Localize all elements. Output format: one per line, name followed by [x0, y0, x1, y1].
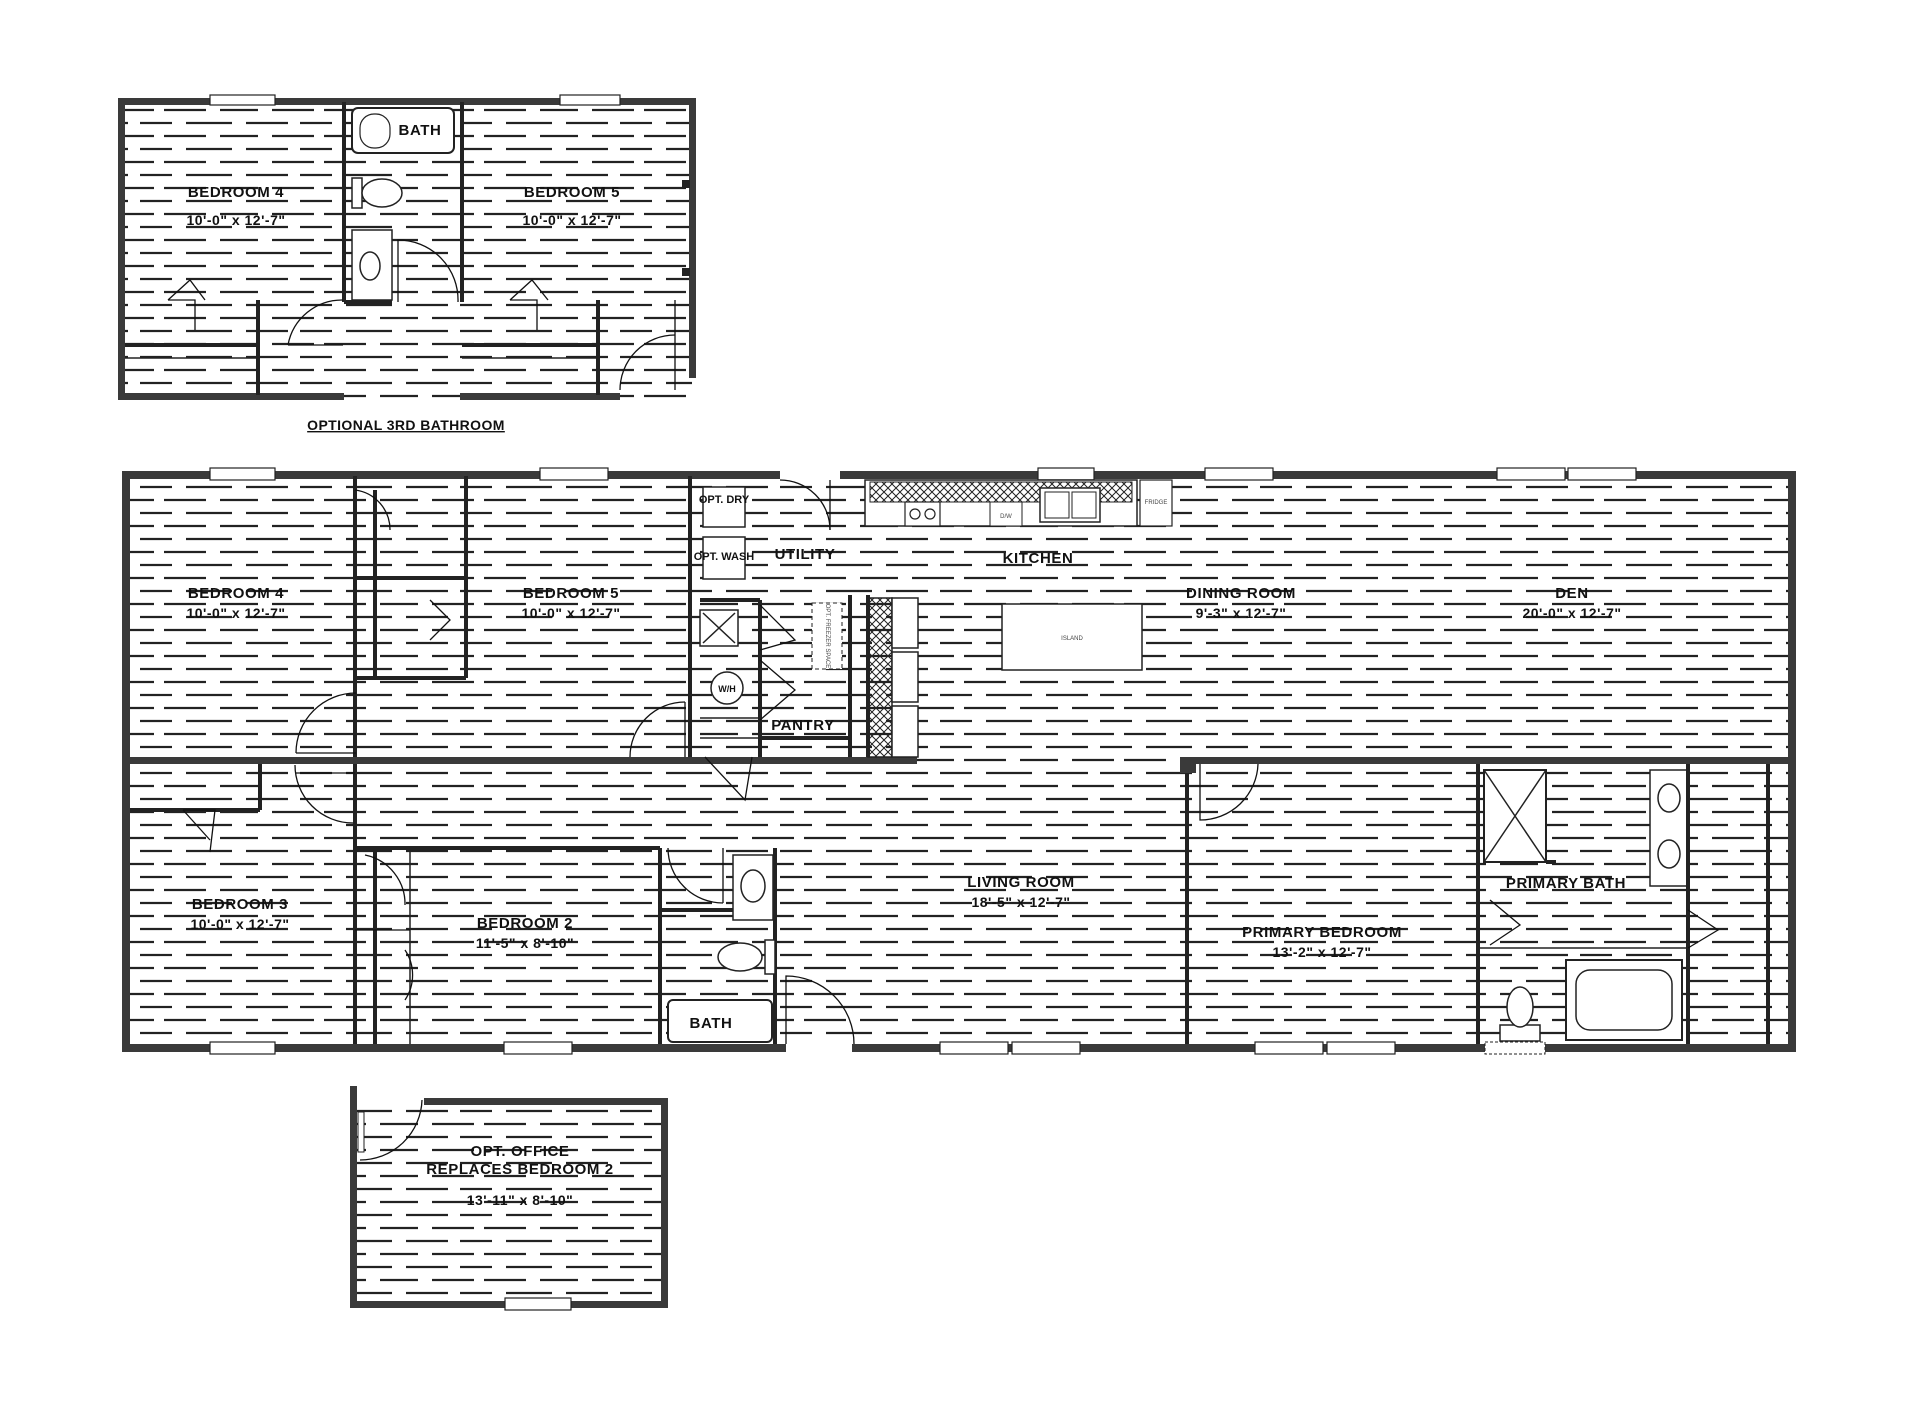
primary-bath-label: PRIMARY BATH [1506, 875, 1626, 892]
optional-bath-plan: BEDROOM 4 10'-0" x 12'-7" BATH BEDROOM 5… [118, 94, 696, 433]
living-room-size: 18'-5" x 12'-7" [971, 894, 1070, 910]
bedroom2-size: 11'-5" x 8'-10" [476, 935, 574, 951]
office-label-line1: OPT. OFFICE [470, 1143, 569, 1160]
opt-bath-label: BATH [399, 122, 442, 139]
opt-bedroom4-label: BEDROOM 4 [188, 184, 284, 201]
primary-bedroom-size: 13'-2" x 12'-7" [1272, 944, 1371, 960]
primary-bedroom-label: PRIMARY BEDROOM [1242, 924, 1402, 941]
utility-label: UTILITY [775, 546, 836, 563]
living-room-label: LIVING ROOM [967, 874, 1074, 891]
bedroom2-label: BEDROOM 2 [477, 915, 573, 932]
bedroom4-label: BEDROOM 4 [188, 585, 284, 602]
freezer-space-label: OPT. FREEZER SPACE [824, 604, 830, 669]
main-floor-plan: OPT. FREEZER SPACE D/W FRIDGE ISLAND [122, 467, 1796, 1055]
opt-bedroom5-label: BEDROOM 5 [524, 184, 620, 201]
den-label: DEN [1555, 585, 1588, 602]
pantry-label: PANTRY [771, 717, 835, 734]
opt-bedroom5-size: 10'-0" x 12'-7" [522, 212, 621, 228]
fridge-label: FRIDGE [1145, 500, 1168, 506]
opt-dry-label: OPT. DRY [699, 494, 750, 506]
optional-bath-caption: OPTIONAL 3RD BATHROOM [307, 417, 505, 433]
dining-room-label: DINING ROOM [1186, 585, 1296, 602]
office-size: 13'-11" x 8'-10" [467, 1192, 574, 1208]
optional-office-plan: OPT. OFFICE REPLACES BEDROOM 2 13'-11" x… [350, 1086, 668, 1311]
kitchen-label: KITCHEN [1003, 550, 1074, 567]
office-label-line2: REPLACES BEDROOM 2 [426, 1161, 614, 1178]
bedroom4-size: 10'-0" x 12'-7" [186, 605, 285, 621]
bedroom3-label: BEDROOM 3 [192, 896, 288, 913]
bedroom3-size: 10'-0" x 12'-7" [190, 916, 289, 932]
opt-wash-label: OPT. WASH [694, 551, 755, 563]
opt-bedroom4-size: 10'-0" x 12'-7" [186, 212, 285, 228]
water-heater-label: W/H [718, 684, 736, 694]
den-size: 20'-0" x 12'-7" [1522, 605, 1621, 621]
bedroom5-size: 10'-0" x 12'-7" [521, 605, 620, 621]
bath-label: BATH [690, 1015, 733, 1032]
dining-room-size: 9'-3" x 12'-7" [1196, 605, 1287, 621]
dishwasher-label: D/W [1000, 514, 1012, 520]
bedroom5-label: BEDROOM 5 [523, 585, 619, 602]
island-label: ISLAND [1061, 636, 1083, 642]
